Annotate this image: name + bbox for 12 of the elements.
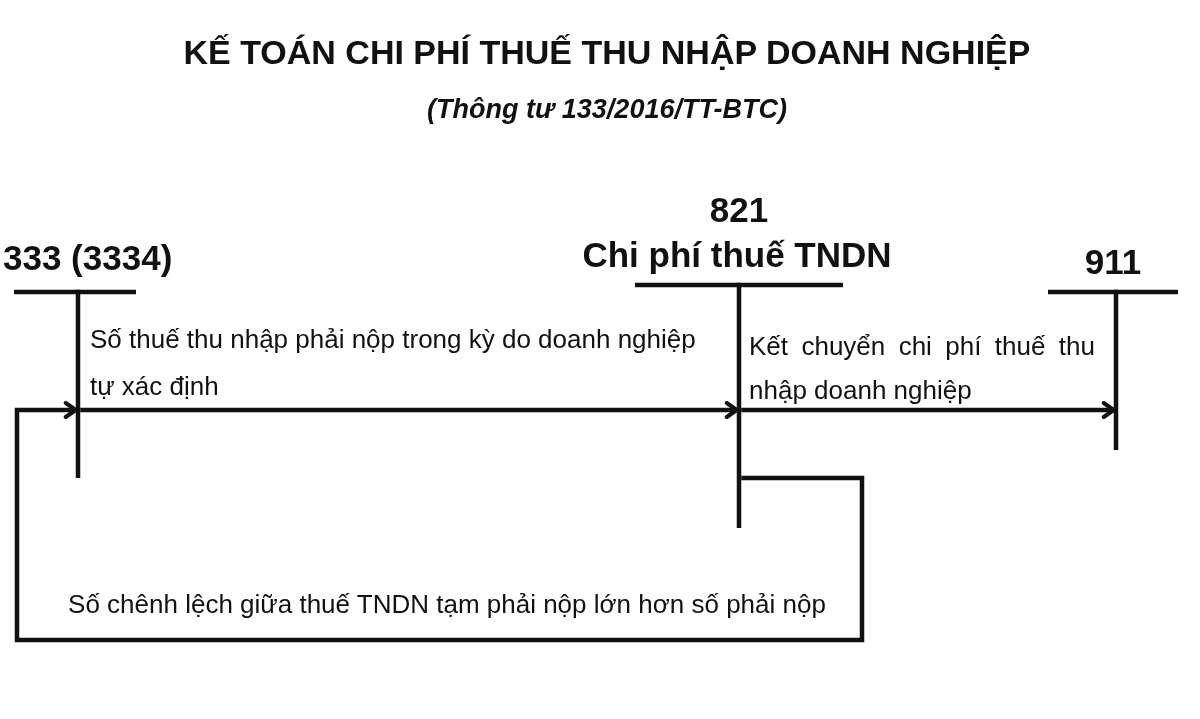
- account-number: 911: [1084, 242, 1142, 282]
- account-number: 821: [709, 190, 769, 230]
- account-number: 333 (3334): [3, 238, 173, 278]
- edge-label: Kết chuyển chi phí thuế thu nhập doanh nghiệp: [749, 330, 1095, 407]
- account-name: Chi phí thuế TNDN: [582, 235, 892, 275]
- edge-label: Số chênh lệch giữa thuế TNDN tạm phải nộp lớn hơn số phải nộp: [68, 588, 826, 620]
- arrow: [14, 401, 865, 643]
- edge-label: Số thuế thu nhập phải nộp trong kỳ do doanh nghiệp tự xác định: [90, 323, 697, 403]
- title: KẾ TOÁN CHI PHÍ THUẾ THU NHẬP DOANH NGHIỆP: [183, 32, 1031, 72]
- arrow: [80, 401, 739, 419]
- subtitle: (Thông tư 133/2016/TT-BTC): [427, 93, 787, 126]
- arrow: [741, 401, 1116, 419]
